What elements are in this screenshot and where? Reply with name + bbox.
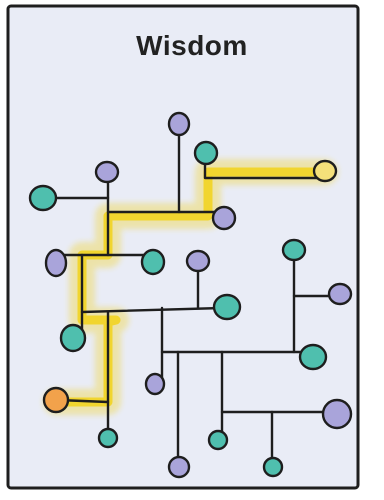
node-n13 [329, 284, 351, 304]
node-n8 [142, 250, 164, 274]
node-n17 [99, 429, 117, 447]
node-n3 [96, 162, 118, 182]
node-n21 [264, 458, 282, 476]
node-n14 [300, 345, 326, 369]
node-n9 [187, 251, 209, 271]
node-n12 [61, 325, 85, 351]
diagram-title: Wisdom [0, 30, 384, 62]
node-n5 [30, 186, 56, 210]
node-n15 [44, 388, 68, 412]
node-n7 [46, 250, 66, 276]
node-n18 [209, 431, 227, 449]
node-n10 [283, 240, 305, 260]
node-n19 [323, 400, 351, 428]
node-n16 [146, 374, 164, 394]
node-n6 [213, 207, 235, 229]
node-n1 [169, 113, 189, 135]
node-n4 [314, 161, 336, 181]
node-n2 [195, 142, 217, 164]
node-n11 [214, 295, 240, 319]
node-n20 [169, 457, 189, 477]
